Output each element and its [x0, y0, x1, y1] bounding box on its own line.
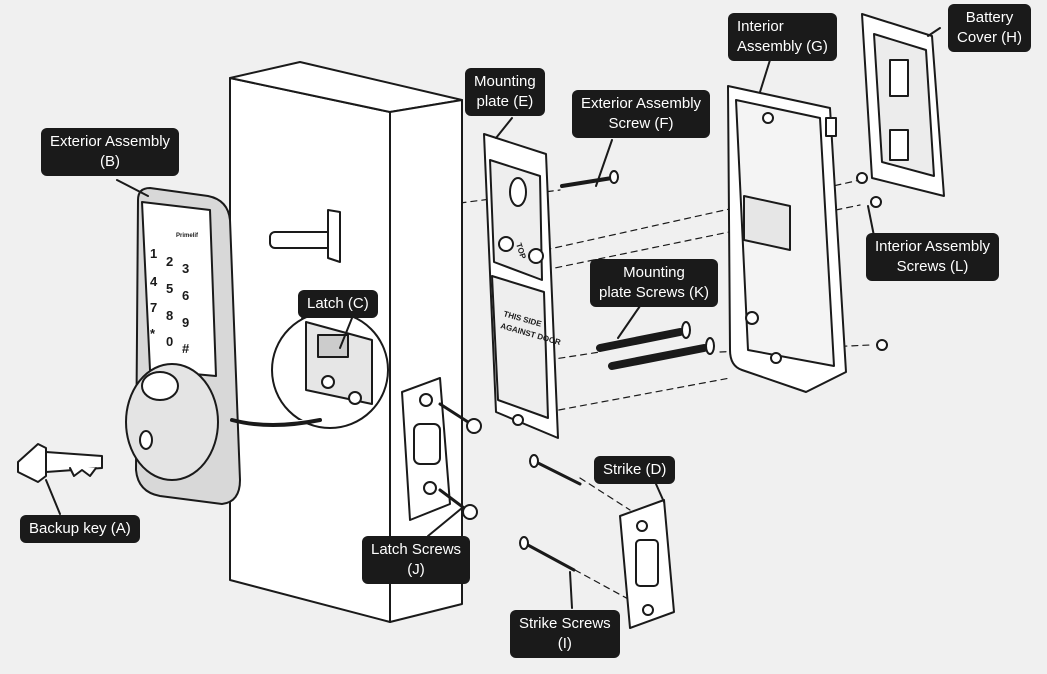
- key-6: 6: [182, 288, 189, 303]
- callout-backup-key: Backup key (A): [20, 515, 140, 543]
- mounting-plate-screws-art: [596, 321, 715, 370]
- strike-label: Strike (D): [603, 461, 667, 478]
- interior-screws-label-2: Screws (L): [896, 258, 969, 275]
- interior-assembly-label-2: Assembly (G): [737, 38, 828, 55]
- battery-cover-art: [861, 13, 945, 197]
- mounting-plate-art: [483, 133, 559, 439]
- latch-label: Latch (C): [307, 295, 369, 312]
- key-hash: #: [182, 341, 190, 356]
- callout-interior-assembly: Interior Assembly (G): [728, 13, 837, 61]
- mounting-plate-label-1: Mounting: [474, 73, 536, 90]
- latch-screws-label-1: Latch Screws: [371, 541, 462, 558]
- exterior-assembly-art: [125, 187, 322, 505]
- exterior-assembly-label-2: (B): [100, 153, 121, 170]
- interior-assembly-label-1: Interior: [737, 18, 784, 35]
- exterior-screw-art: [560, 170, 619, 188]
- callout-strike: Strike (D): [594, 456, 676, 484]
- key-9: 9: [182, 315, 189, 330]
- backup-key-label: Backup key (A): [29, 520, 131, 537]
- key-4: 4: [150, 274, 158, 289]
- mounting-plate-screws-label-1: Mounting: [623, 264, 685, 281]
- callout-strike-screws: Strike Screws (I): [510, 610, 620, 658]
- exterior-screw-label-2: Screw (F): [608, 115, 674, 132]
- latch-screws-label-2: (J): [407, 561, 425, 578]
- latch-plate-art: [401, 377, 451, 521]
- strike-plate-art: [619, 499, 675, 629]
- callout-exterior-screw: Exterior Assembly Screw (F): [572, 90, 711, 138]
- exterior-screw-label-1: Exterior Assembly: [581, 95, 702, 112]
- leader-lines: [45, 27, 941, 609]
- callout-mounting-plate-screws: Mounting plate Screws (K): [590, 259, 719, 307]
- callout-latch: Latch (C): [298, 290, 378, 318]
- keypad: Primelif 1 2 3 4 5 6 7 8 9 * 0 #: [150, 233, 199, 356]
- battery-cover-label-2: Cover (H): [957, 29, 1023, 46]
- latch-bolt-small: [269, 209, 341, 263]
- key-star: *: [150, 326, 156, 341]
- callout-battery-cover: Battery Cover (H): [948, 4, 1032, 52]
- key-8: 8: [166, 308, 173, 323]
- callout-exterior-assembly: Exterior Assembly (B): [41, 128, 180, 176]
- mounting-plate-screws-label-2: plate Screws (K): [599, 284, 710, 301]
- latch-screws-art: [438, 402, 482, 520]
- strike-screws-label-2: (I): [557, 635, 572, 652]
- callout-latch-screws: Latch Screws (J): [362, 536, 471, 584]
- strike-screws-art: [519, 454, 582, 572]
- latch-closeup: [271, 311, 389, 429]
- mounting-plate-label-2: plate (E): [476, 93, 534, 110]
- interior-assembly-art: [727, 85, 847, 393]
- interior-screws-art: [856, 172, 888, 351]
- strike-screws-label-1: Strike Screws: [519, 615, 611, 632]
- battery-cover-label-1: Battery: [965, 9, 1014, 26]
- interior-screws-label-1: Interior Assembly: [875, 238, 991, 255]
- keypad-brand: Primelif: [176, 233, 199, 239]
- backup-key-art: [17, 443, 103, 483]
- callout-interior-screws: Interior Assembly Screws (L): [866, 233, 1000, 281]
- key-2: 2: [166, 254, 173, 269]
- key-0: 0: [166, 334, 173, 349]
- callout-mounting-plate: Mounting plate (E): [465, 68, 545, 116]
- key-1: 1: [150, 246, 157, 261]
- key-5: 5: [166, 281, 173, 296]
- key-7: 7: [150, 300, 157, 315]
- key-3: 3: [182, 261, 189, 276]
- exterior-assembly-label-1: Exterior Assembly: [50, 133, 171, 150]
